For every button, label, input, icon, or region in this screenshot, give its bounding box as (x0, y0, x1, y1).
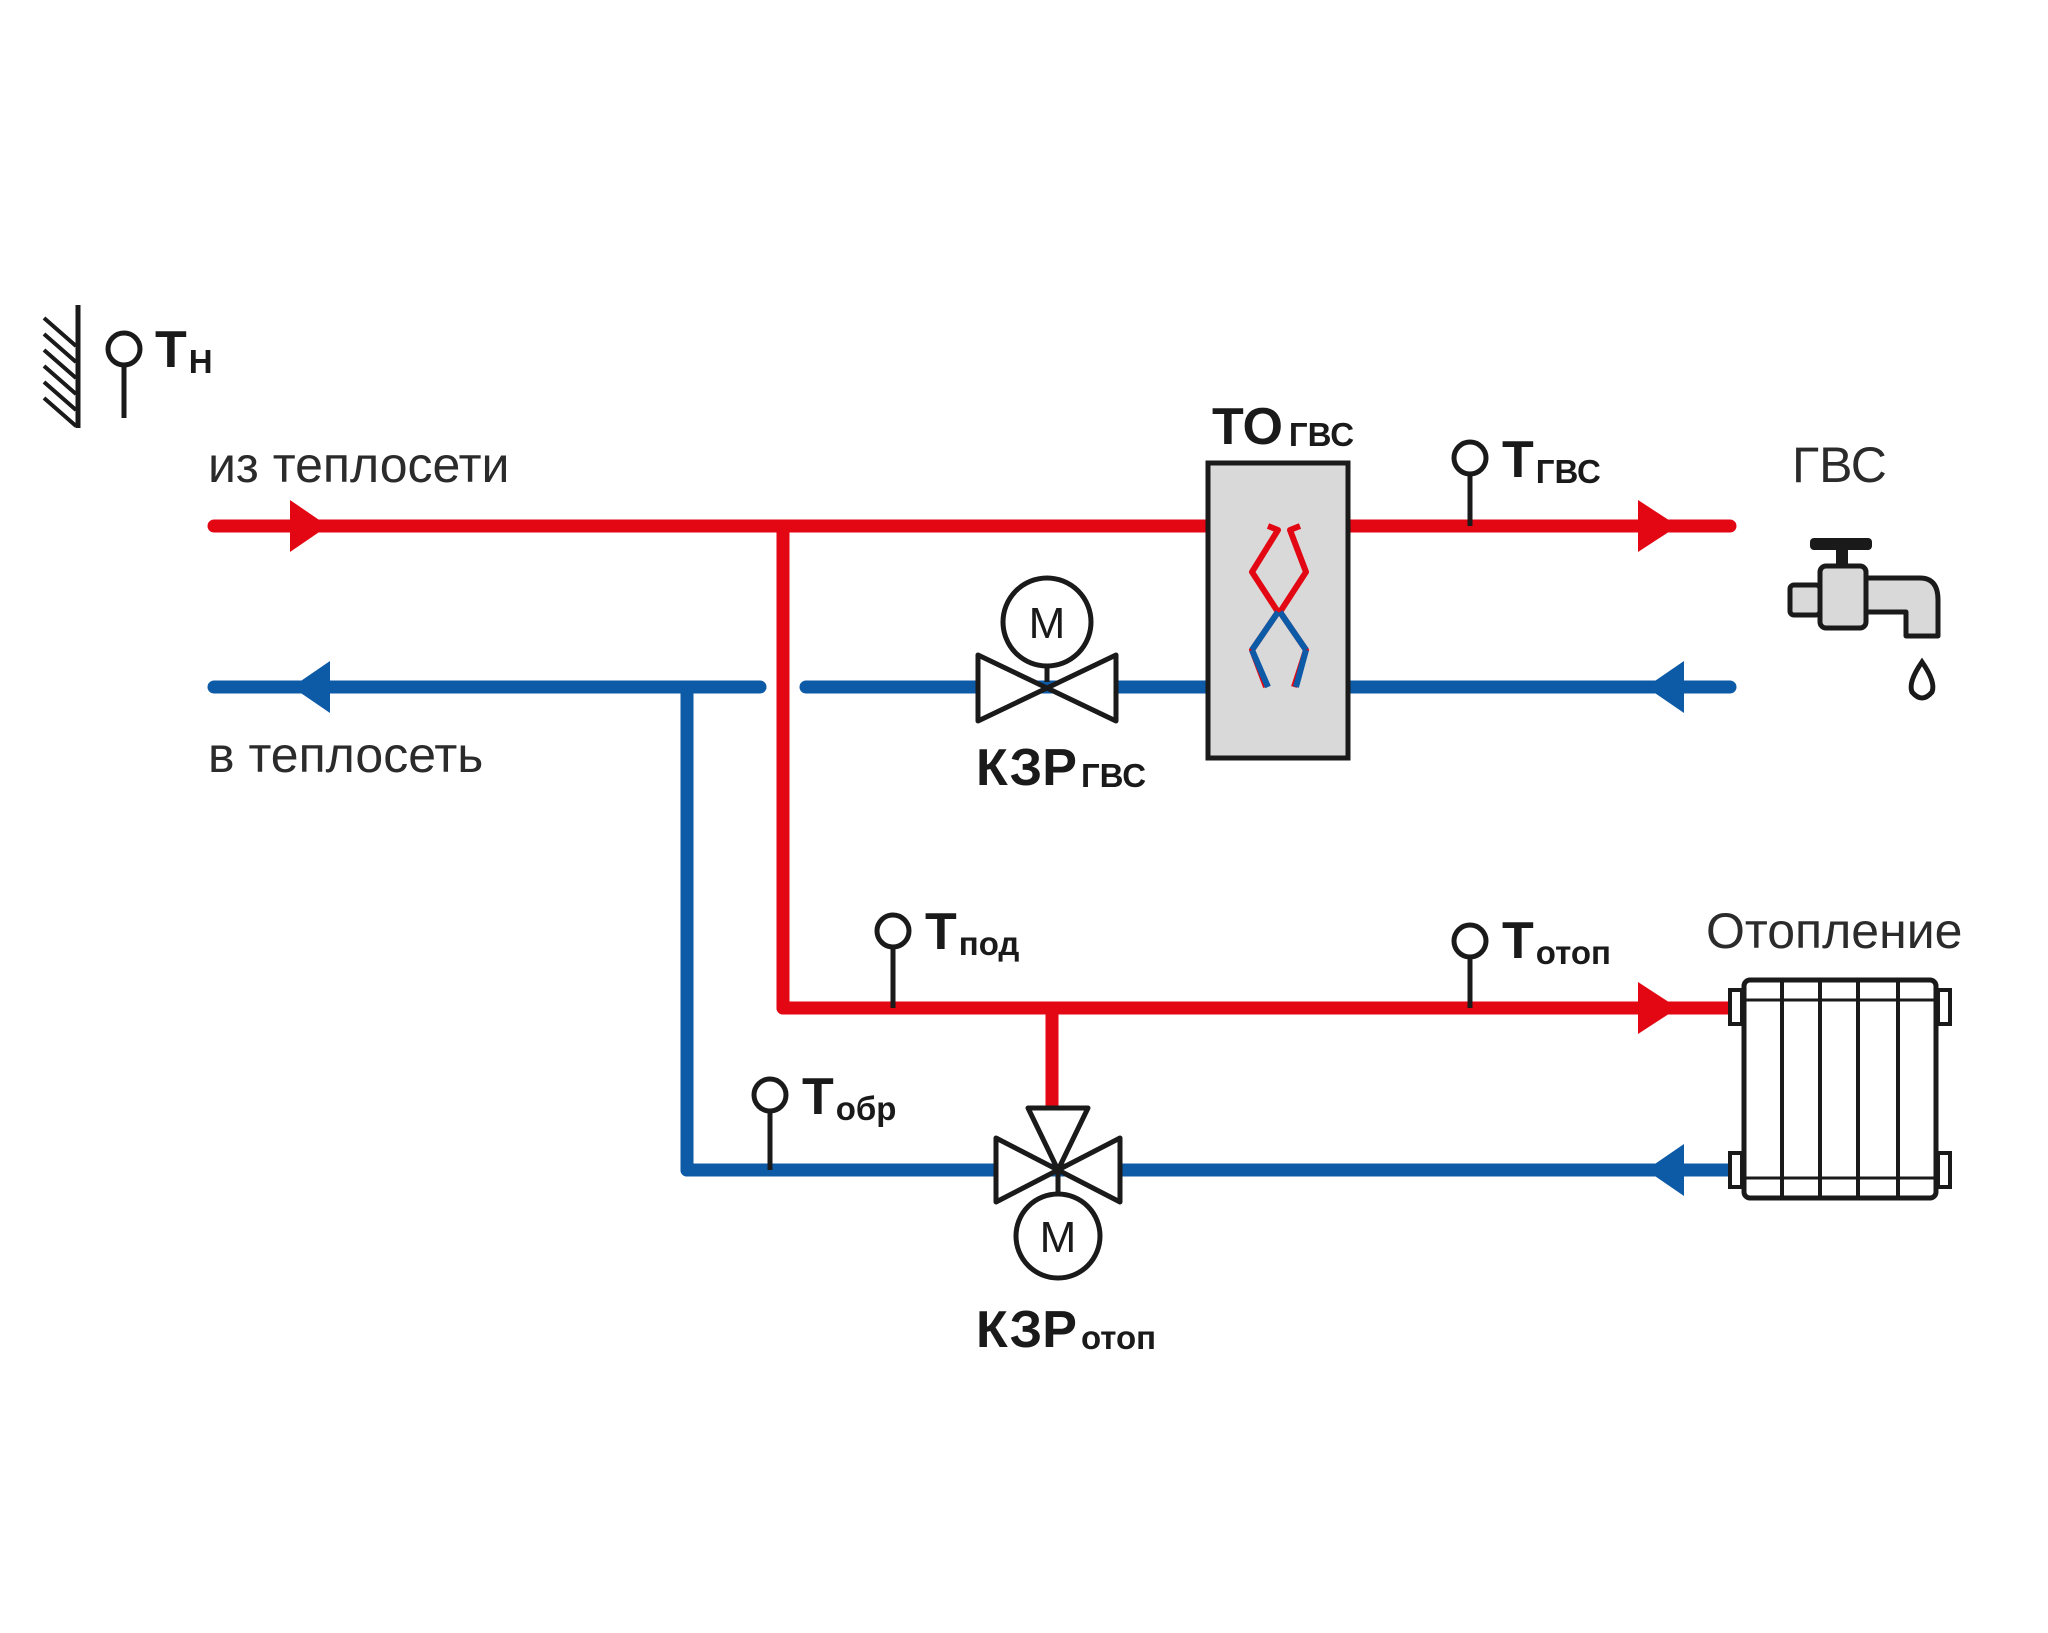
hx-coil-cold (1249, 648, 1271, 689)
thermometer-icon (751, 1076, 789, 1114)
outdoor-wall-icon (42, 305, 81, 428)
dhw-label: ГВС (1792, 437, 1887, 493)
arrow-right-icon (1638, 500, 1678, 552)
flow-arrows (290, 500, 1684, 1196)
valve-body-icon (975, 652, 1119, 724)
faucet-icon (1787, 538, 1941, 701)
arrow-right-icon (290, 500, 328, 552)
arrow-right-icon (1638, 982, 1678, 1034)
valve-motor-label: М (1029, 599, 1066, 648)
arrow-left-icon (1646, 661, 1684, 713)
valve-motor-icon (1013, 1191, 1103, 1281)
arrow-left-icon (1646, 1144, 1684, 1196)
supply-sensor-label: Тпод (925, 903, 1019, 962)
supply-temperature-sensor: Тпод (874, 903, 1019, 1008)
hx-coil-cold (1249, 610, 1281, 652)
radiator-icon (1728, 977, 1952, 1201)
hot-pipes (207, 519, 1737, 1112)
dhw-sensor-label: ТГВС (1502, 431, 1601, 490)
water-drop-icon (1908, 657, 1936, 701)
valve-port-icon (1025, 1105, 1091, 1173)
from-network-label: из теплосети (208, 437, 510, 493)
thermometer-icon (1451, 439, 1489, 477)
hx-coil-cold (1293, 649, 1309, 688)
heating-sensor-label: Тотоп (1502, 912, 1611, 971)
thermometer-icon (1451, 922, 1489, 960)
heating-temperature-sensor: Тотоп (1451, 912, 1611, 1008)
outdoor-temperature-sensor: ТН (105, 321, 213, 418)
to-network-label: в теплосеть (208, 727, 483, 783)
thermometer-icon (105, 330, 143, 368)
return-temperature-sensor: Тобр (751, 1068, 896, 1170)
heating-label: Отопление (1706, 903, 1962, 959)
hx-coil-cold (1277, 610, 1309, 652)
outdoor-sensor-label: ТН (155, 321, 213, 380)
valve-motor-label: М (1040, 1213, 1077, 1262)
dhw-temperature-sensor: ТГВС (1451, 431, 1601, 526)
thermometer-icon (874, 912, 912, 950)
arrow-left-icon (292, 661, 330, 713)
return-sensor-label: Тобр (802, 1068, 896, 1127)
valve-motor-icon (1000, 575, 1094, 669)
